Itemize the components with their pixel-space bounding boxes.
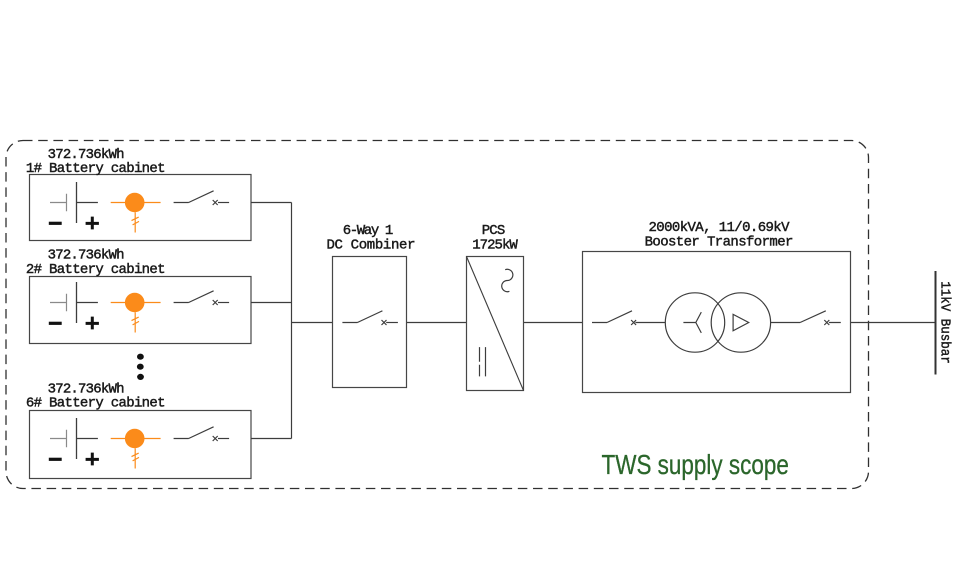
svg-text:DC Combiner: DC Combiner: [327, 237, 416, 253]
svg-text:372.736kWh: 372.736kWh: [48, 248, 125, 264]
svg-text:2000kVA, 11/0.69kV: 2000kVA, 11/0.69kV: [649, 220, 791, 236]
svg-text:Booster Transformer: Booster Transformer: [645, 235, 794, 251]
svg-text:372.736kWh: 372.736kWh: [48, 381, 125, 397]
svg-text:TWS supply scope: TWS supply scope: [602, 449, 789, 480]
svg-text:1725kW: 1725kW: [472, 237, 518, 253]
svg-text:6# Battery cabinet: 6# Battery cabinet: [26, 396, 166, 412]
svg-text:2# Battery cabinet: 2# Battery cabinet: [26, 262, 166, 278]
svg-text:1# Battery cabinet: 1# Battery cabinet: [26, 161, 166, 177]
svg-text:6-Way 1: 6-Way 1: [343, 223, 394, 239]
svg-text:372.736kWh: 372.736kWh: [48, 147, 125, 163]
svg-text:11kV Busbar: 11kV Busbar: [937, 281, 953, 364]
svg-text:PCS: PCS: [482, 223, 506, 239]
